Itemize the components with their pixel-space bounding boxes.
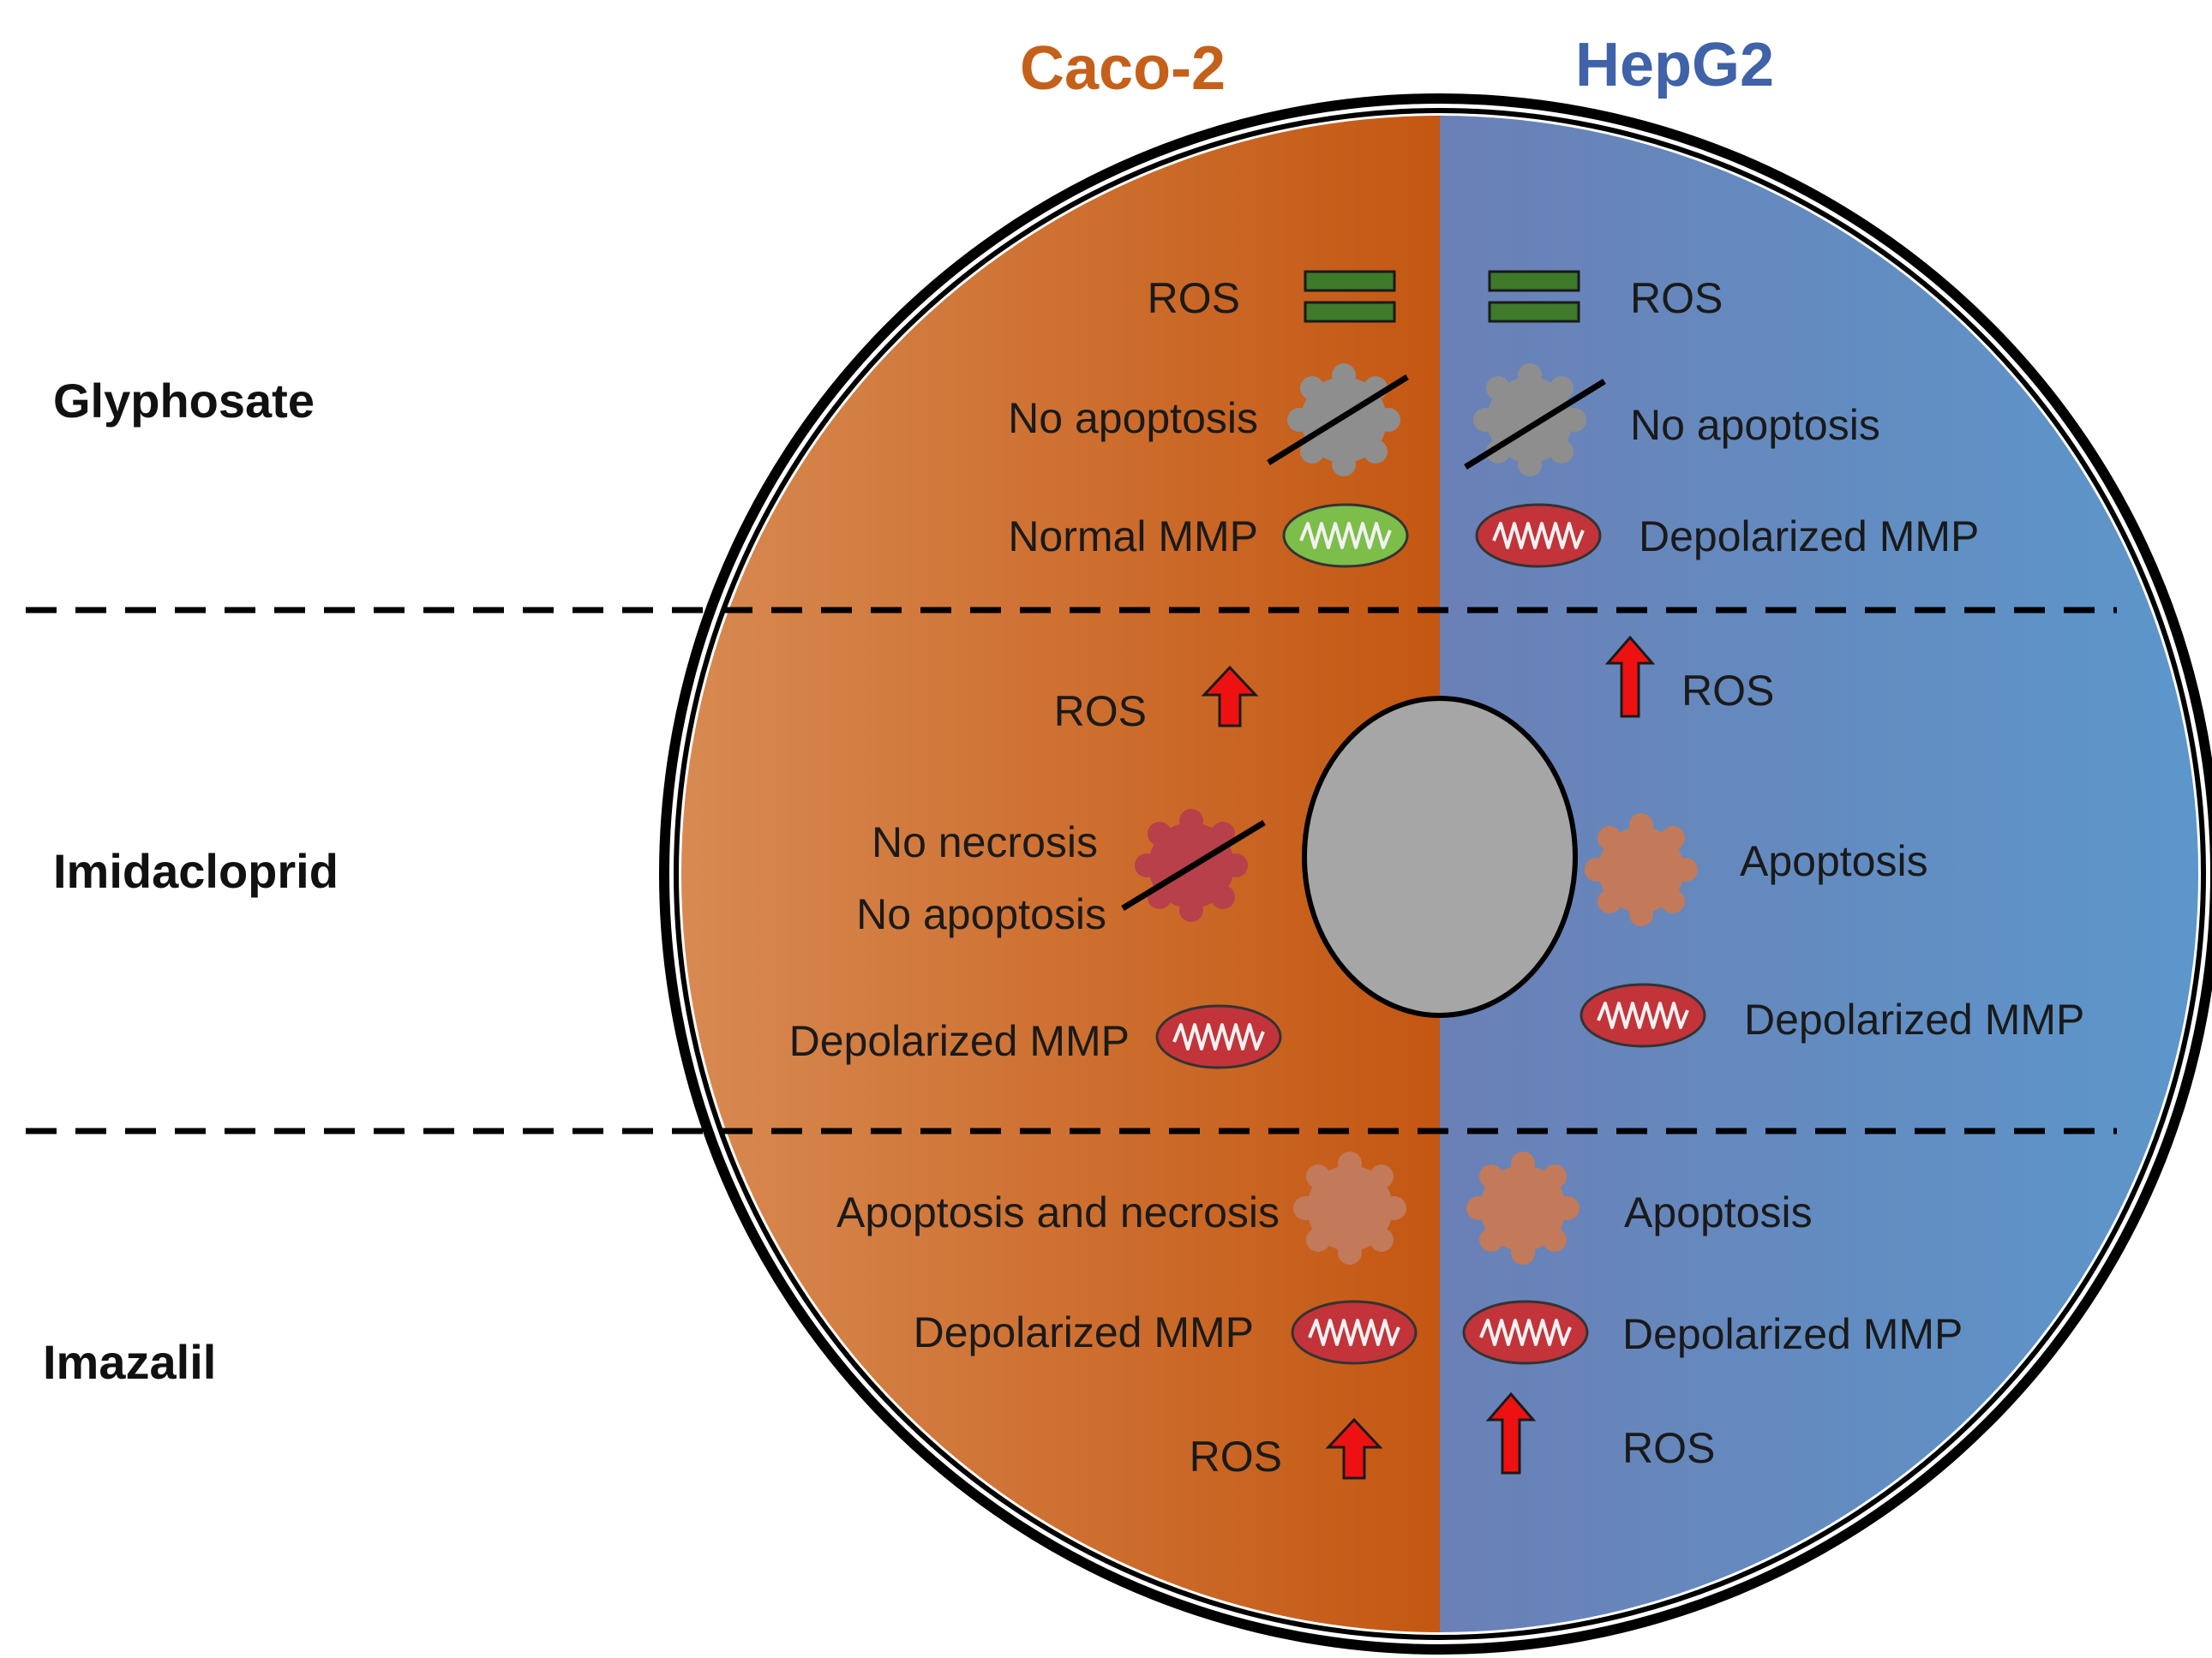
mitochondrion-icon xyxy=(1282,503,1409,568)
hepg2-imazalil-mmp: Depolarized MMP xyxy=(1622,1310,1963,1358)
mitochondrion-icon xyxy=(1155,1004,1282,1069)
cell-icon xyxy=(1293,1152,1406,1265)
mitochondrion-icon xyxy=(1580,983,1706,1048)
hepg2-glyphosate-mmp: Depolarized MMP xyxy=(1639,512,1980,560)
mitochondrion-icon xyxy=(1291,1300,1418,1365)
hepg2-imidacloprid-ros: ROS xyxy=(1681,667,1775,715)
caco2-imazalil-mmp: Depolarized MMP xyxy=(913,1308,1254,1356)
hepg2-imidacloprid-mmp: Depolarized MMP xyxy=(1744,996,2085,1044)
row-title-imidacloprid: Imidacloprid xyxy=(53,844,339,898)
hepg2-imazalil-ros: ROS xyxy=(1622,1424,1716,1472)
column-title-caco2: Caco-2 xyxy=(1020,34,1226,103)
cell-icon xyxy=(1466,1152,1580,1265)
mitochondrion-icon xyxy=(1475,503,1602,568)
column-title-hepg2: HepG2 xyxy=(1575,31,1775,99)
cell-icon xyxy=(1121,809,1266,922)
inner-membrane xyxy=(674,108,2206,1640)
caco2-imazalil-cell-death: Apoptosis and necrosis xyxy=(836,1188,1280,1236)
caco2-glyphosate-ros: ROS xyxy=(1147,274,1240,322)
row-title-glyphosate: Glyphosate xyxy=(53,374,315,428)
caco2-imidacloprid-mmp: Depolarized MMP xyxy=(788,1017,1130,1065)
caco2-imidacloprid-apoptosis: No apoptosis xyxy=(856,890,1106,938)
hepg2-imazalil-apoptosis: Apoptosis xyxy=(1624,1188,1813,1236)
cell-icon xyxy=(1267,363,1409,476)
caco2-imazalil-ros: ROS xyxy=(1189,1433,1282,1481)
row-title-imazalil: Imazalil xyxy=(43,1335,217,1389)
caco2-imidacloprid-necrosis: No necrosis xyxy=(872,818,1098,866)
hepg2-glyphosate-ros: ROS xyxy=(1630,274,1723,322)
nucleus xyxy=(1302,696,1578,1018)
cell-icon xyxy=(1464,363,1606,476)
hepg2-glyphosate-apoptosis: No apoptosis xyxy=(1630,401,1880,449)
caco2-glyphosate-mmp: Normal MMP xyxy=(1008,512,1258,560)
cell-icon xyxy=(1585,813,1698,926)
caco2-imidacloprid-ros: ROS xyxy=(1053,687,1147,735)
mitochondrion-icon xyxy=(1462,1300,1589,1365)
hepg2-imidacloprid-apoptosis: Apoptosis xyxy=(1740,837,1928,885)
outer-membrane xyxy=(659,93,2212,1655)
caco2-glyphosate-apoptosis: No apoptosis xyxy=(1008,394,1258,442)
